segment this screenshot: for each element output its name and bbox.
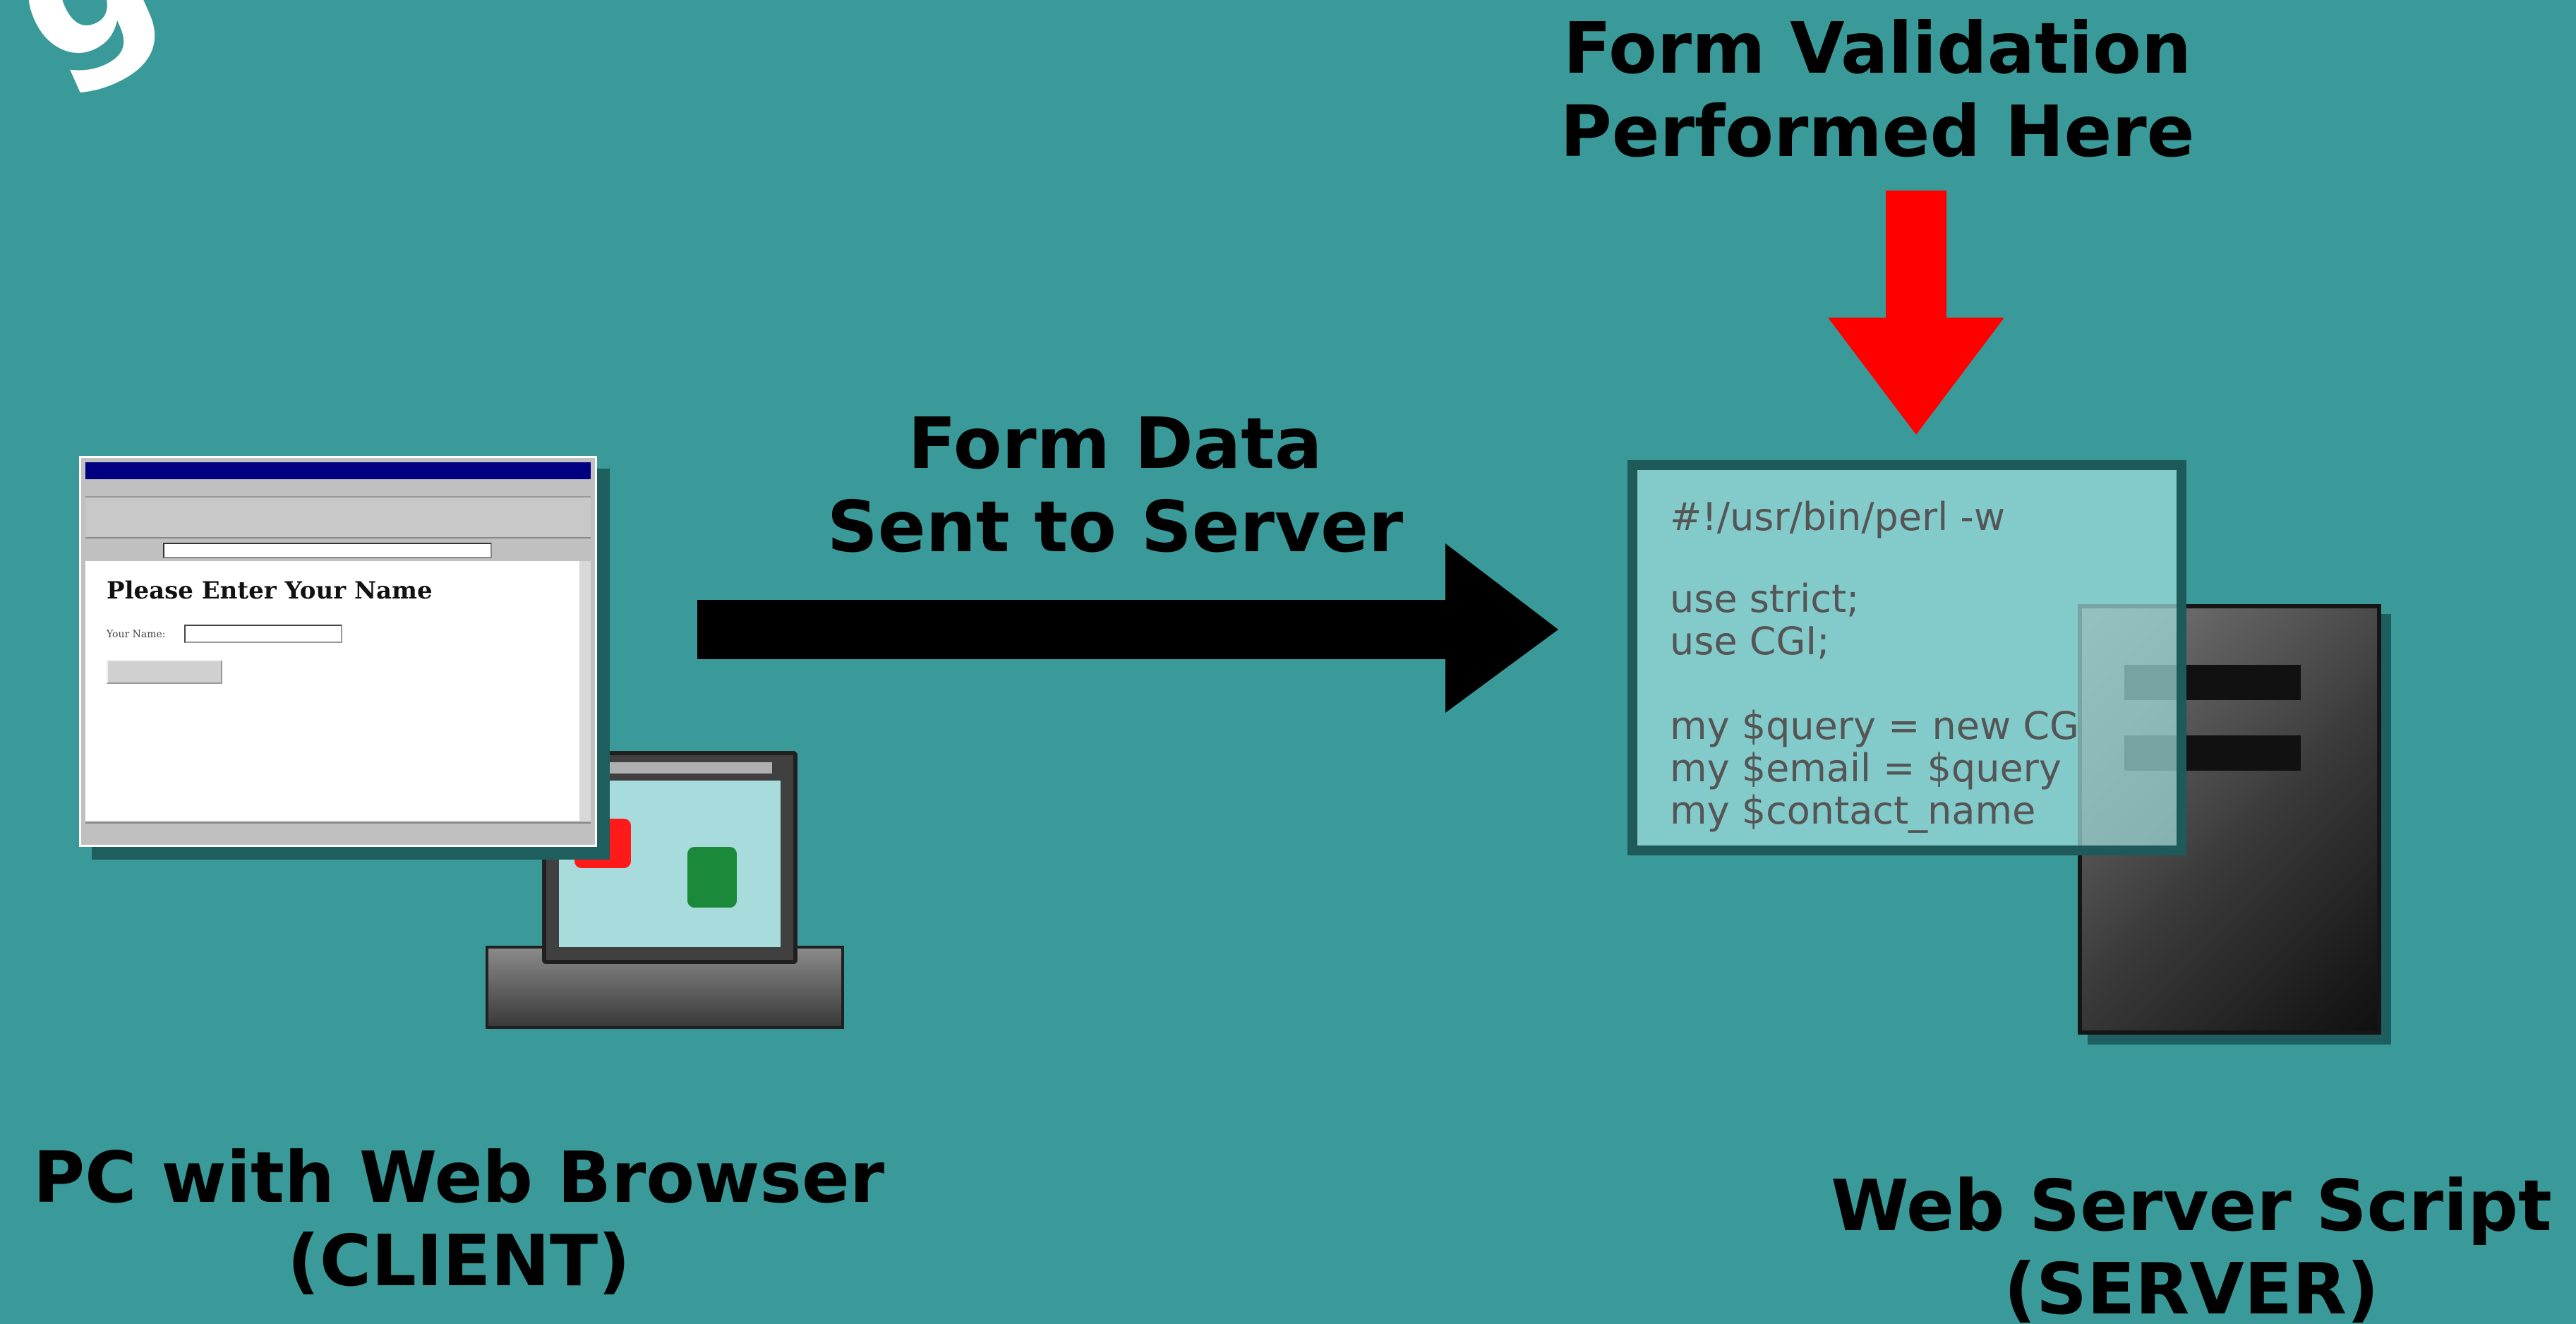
browser-scrollbar: [579, 561, 591, 821]
server-label: Web Server Script (SERVER): [1807, 1164, 2576, 1324]
form-data-label-line1: Form Data: [908, 402, 1323, 485]
corner-title: g Serv: [0, 0, 702, 110]
browser-menubar: [85, 482, 591, 498]
script-line: #!/usr/bin/perl -w: [1670, 495, 2006, 539]
browser-toolbar: [85, 498, 591, 538]
browser-address-bar: [85, 540, 591, 558]
form-data-label: Form Data Sent to Server: [790, 402, 1440, 569]
browser-titlebar: [85, 462, 591, 479]
client-label: PC with Web Browser (CLIENT): [0, 1136, 917, 1303]
script-line: my $query = new CG: [1670, 704, 2079, 748]
laptop-screen-titlebar: [567, 762, 772, 774]
script-line: use strict;: [1670, 577, 1860, 621]
validation-label-line1: Form Validation: [1563, 7, 2192, 90]
browser-submit-button: [107, 660, 222, 684]
validation-label-line2: Performed Here: [1560, 90, 2195, 173]
script-line: my $email = $query: [1670, 746, 2062, 790]
server-label-line1: Web Server Script: [1831, 1164, 2552, 1247]
server-label-line2: (SERVER): [2004, 1248, 2379, 1324]
laptop-green-shape: [687, 847, 737, 908]
validation-label: Form Validation Performed Here: [1524, 7, 2230, 174]
browser-content: Please Enter Your Name Your Name:: [85, 561, 579, 821]
data-flow-arrow: [697, 543, 1558, 713]
browser-address-field: [163, 543, 492, 558]
browser-name-field: [184, 625, 342, 643]
script-panel: #!/usr/bin/perl -w use strict; use CGI; …: [1627, 460, 2186, 855]
form-data-label-line2: Sent to Server: [826, 486, 1404, 568]
validation-arrow: [1828, 191, 2004, 435]
browser-form-heading: Please Enter Your Name: [107, 577, 433, 605]
script-line: my $contact_name: [1670, 788, 2036, 833]
script-line: use CGI;: [1670, 619, 1830, 663]
browser-field-label: Your Name:: [107, 629, 166, 640]
browser-statusbar: [85, 822, 591, 841]
browser-window-icon: Please Enter Your Name Your Name:: [79, 456, 597, 847]
client-label-line1: PC with Web Browser: [32, 1136, 885, 1219]
client-label-line2: (CLIENT): [287, 1220, 630, 1302]
